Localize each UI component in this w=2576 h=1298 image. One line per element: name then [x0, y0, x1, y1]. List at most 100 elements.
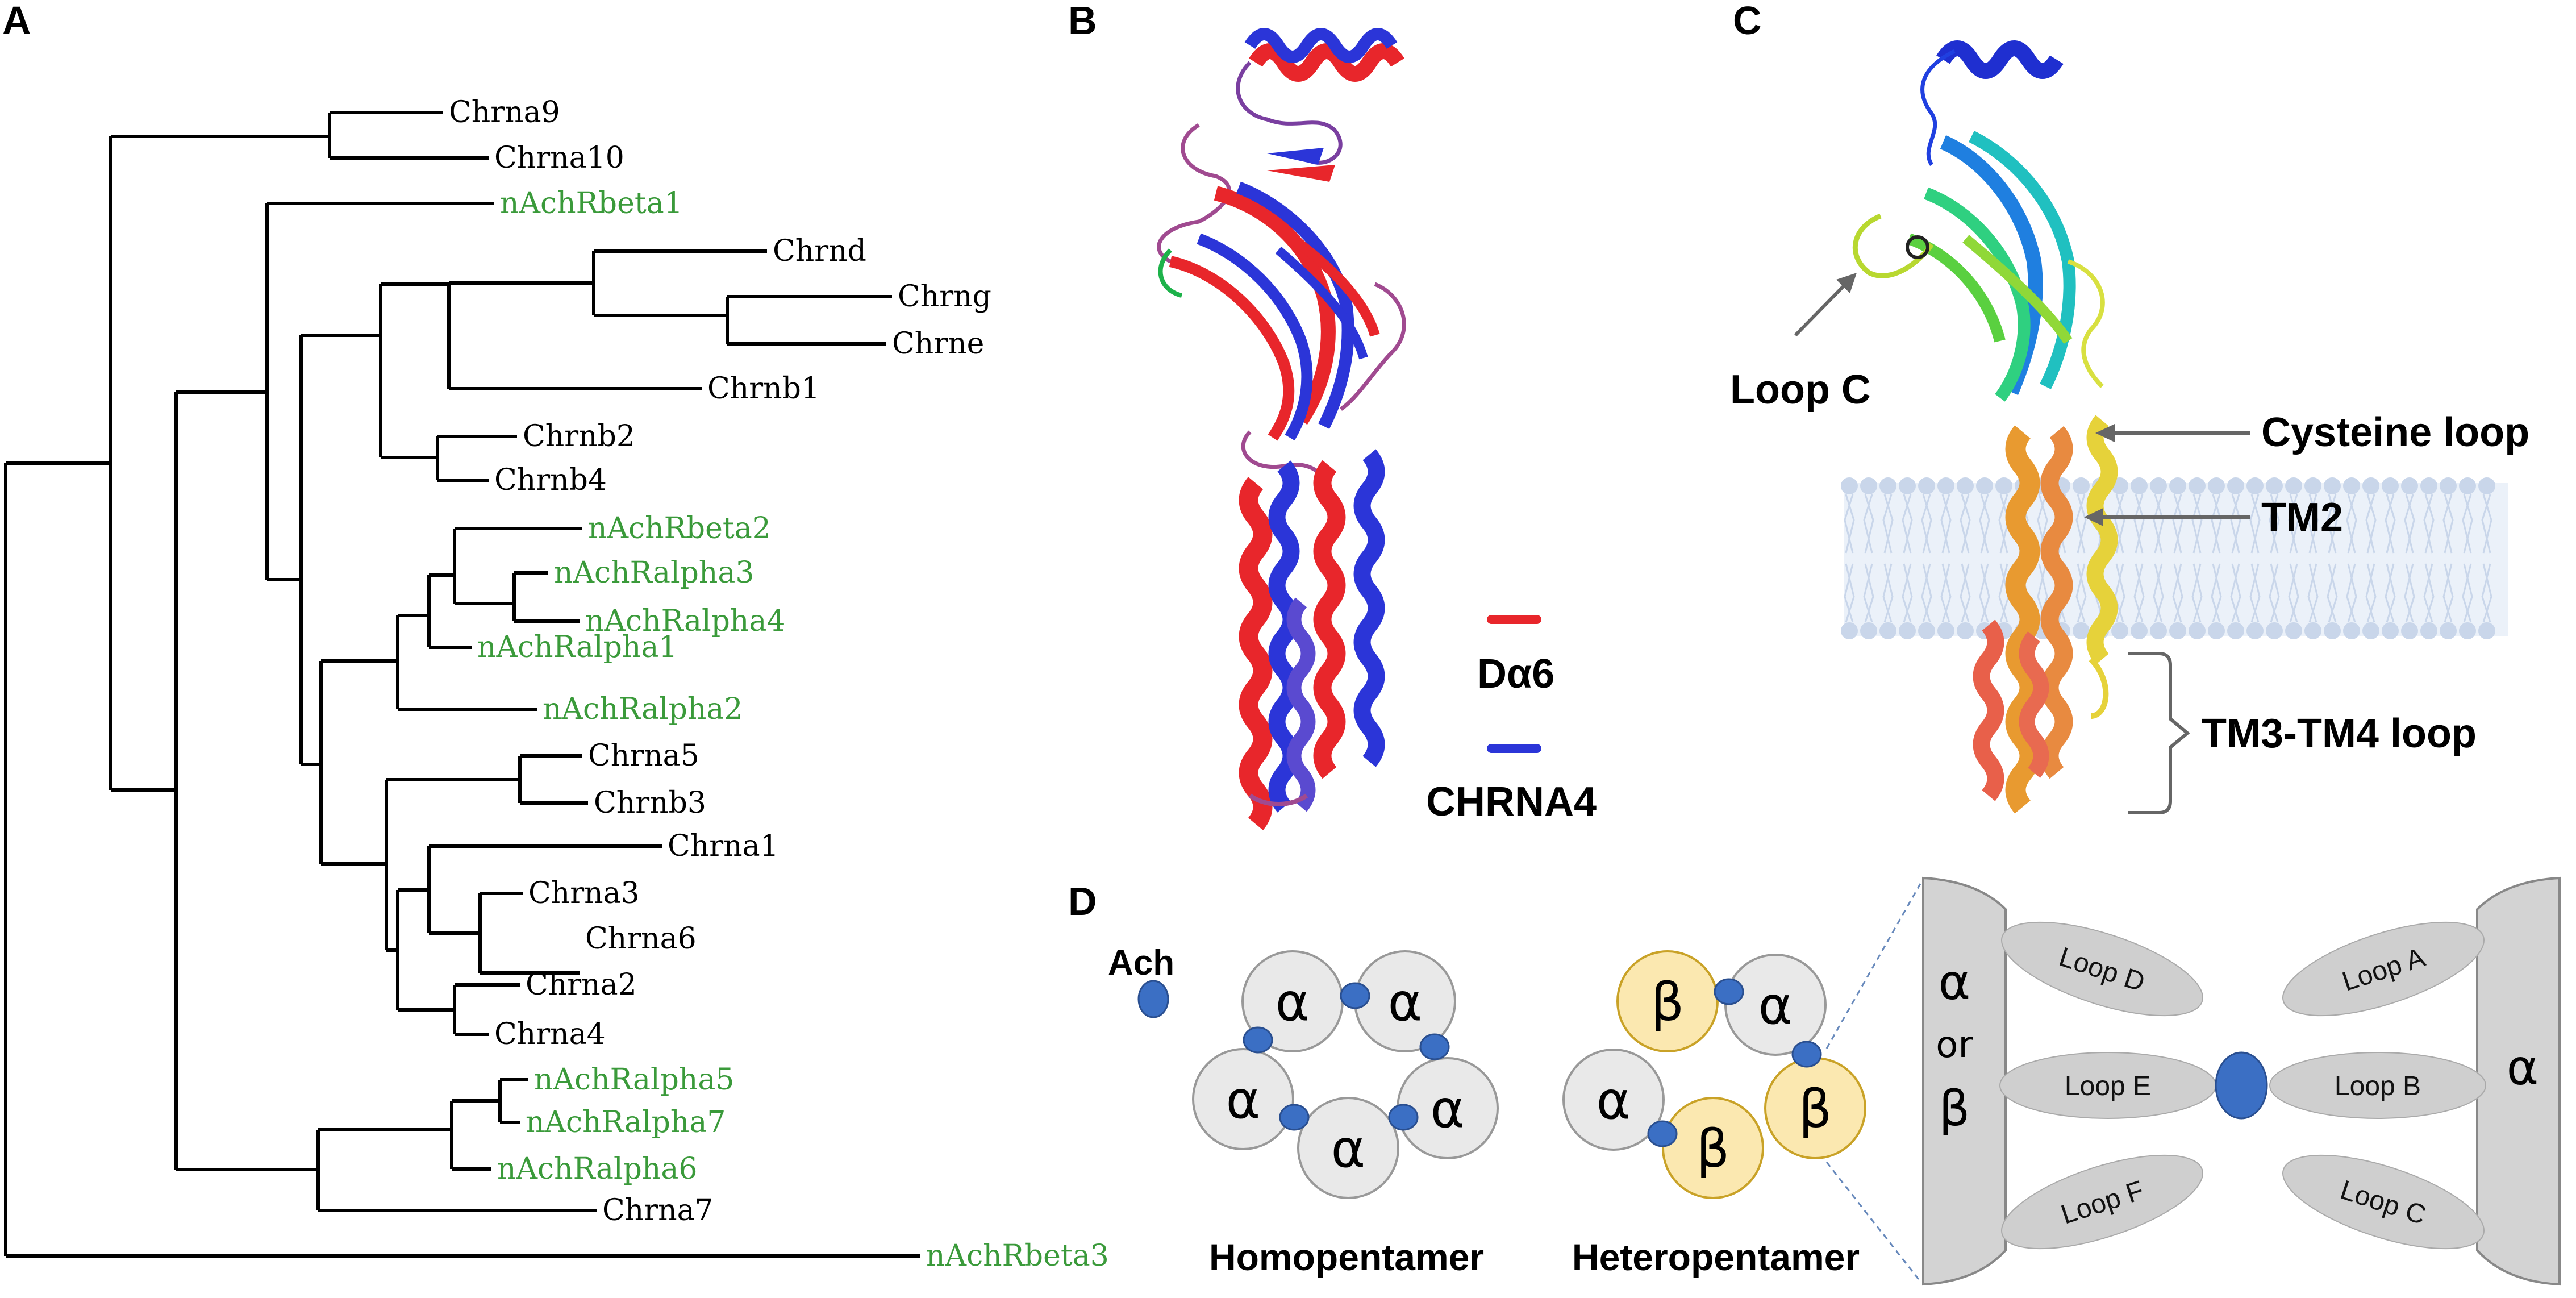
- lipid-head: [2382, 622, 2399, 639]
- lipid-head: [2401, 622, 2418, 639]
- beta-sheet: [1907, 233, 2006, 343]
- lipid-tail: [1960, 494, 1971, 554]
- tree-branch: [427, 844, 662, 935]
- lipid-tail: [2385, 563, 2396, 623]
- ach-molecule: [1137, 980, 1169, 1018]
- beta-sheet: [1197, 233, 1313, 441]
- tm-helix: [2019, 631, 2049, 778]
- lipid-head: [2343, 477, 2360, 494]
- lipid-head: [2246, 477, 2264, 494]
- lipid-tail: [2307, 563, 2319, 623]
- ach-site: [1714, 978, 1744, 1005]
- lipid-tail: [2114, 494, 2125, 554]
- lipid-tail: [1844, 494, 1855, 554]
- leaf-label: Chrna10: [494, 141, 624, 175]
- leaf-label: Chrnb3: [594, 786, 706, 820]
- lipid-head: [2343, 622, 2360, 639]
- lipid-head: [1860, 622, 1877, 639]
- arrow-loop-c: [1794, 277, 1853, 337]
- lipid-tail: [2191, 494, 2203, 554]
- leaf-label: nAchRalpha3: [554, 556, 755, 590]
- ach-site: [1419, 1033, 1450, 1060]
- lipid-head: [2169, 477, 2186, 494]
- lipid-tail: [2442, 563, 2454, 623]
- alpha-subunit: [1562, 1049, 1665, 1151]
- leaf-label: nAchRbeta1: [500, 186, 683, 221]
- alpha-glyph: α: [1758, 975, 1793, 1036]
- lipid-tail: [1882, 563, 1894, 623]
- tree-branch: [396, 614, 537, 711]
- lipid-head: [2208, 477, 2225, 494]
- arrowhead: [2084, 508, 2103, 526]
- lipid-head: [2266, 622, 2283, 639]
- lipid-head: [2227, 477, 2244, 494]
- loop-coil: [1248, 793, 1308, 806]
- leaf-label: nAchRbeta2: [588, 511, 771, 546]
- leaf-label: Chrna5: [588, 739, 699, 773]
- loop-coil: [1920, 49, 1956, 166]
- lipid-head: [2420, 622, 2437, 639]
- ligand-ring: [1906, 235, 1929, 259]
- tree-branch: [436, 435, 517, 482]
- lipid-head: [1957, 477, 1974, 494]
- beta-subunit: [1662, 1097, 1764, 1199]
- tree-branch: [453, 983, 520, 1036]
- lipid-head: [1899, 622, 1916, 639]
- lipid-tail: [2133, 563, 2145, 623]
- tree-branch: [4, 461, 920, 1258]
- tree-branch: [478, 892, 580, 975]
- ach-site: [1388, 1104, 1419, 1131]
- complementary-subunit-block: [2476, 876, 2561, 1286]
- tm-helix: [1239, 477, 1273, 830]
- loop-coil: [1852, 213, 1934, 278]
- homopentamer: α α α α α Homopentamer: [1192, 950, 1499, 1278]
- lipid-tail: [1902, 563, 1913, 623]
- beta-strand: [1267, 148, 1324, 165]
- lipid-head: [2362, 622, 2379, 639]
- lipid-tail: [2191, 563, 2203, 623]
- tm-helix: [2005, 425, 2040, 814]
- panel-label-b: B: [1068, 0, 1097, 43]
- tree-branch: [385, 778, 520, 952]
- beta-glyph: β: [1651, 972, 1685, 1033]
- loop-d: [2001, 921, 2203, 1017]
- lipid-tail: [2385, 494, 2396, 554]
- tree-branch: [453, 527, 582, 605]
- lipid-head: [2285, 477, 2302, 494]
- lipid-head: [2420, 477, 2437, 494]
- lipid-head: [2266, 477, 2283, 494]
- structure-legend: Dα6 CHRNA4: [1426, 615, 1597, 825]
- lipid-head: [1937, 622, 1954, 639]
- ach-bound: [2215, 1051, 2268, 1120]
- leaf-label: nAchRalpha6: [497, 1152, 698, 1186]
- tm-helix: [2040, 426, 2073, 779]
- tm-helix: [1286, 597, 1316, 812]
- alpha-glyph: α: [1331, 1118, 1366, 1179]
- alpha-helix-top: [1244, 28, 1398, 63]
- lipid-head: [2285, 622, 2302, 639]
- tm-helix: [2086, 415, 2118, 665]
- leaf-label: Chrnb2: [523, 419, 635, 454]
- leaf-label: Chrna6: [585, 922, 697, 956]
- alpha-helix-top: [1936, 40, 2064, 79]
- leaf-label: Chrna4: [494, 1017, 606, 1051]
- beta-glyph: β: [1939, 1080, 1970, 1137]
- lipid-tail: [2327, 563, 2338, 623]
- lipid-head: [2169, 622, 2186, 639]
- phylogenetic-tree: [4, 111, 920, 1258]
- leaf-label: Chrng: [898, 280, 991, 314]
- zoom-guide: [1825, 883, 1921, 1049]
- lipid-head: [2131, 477, 2148, 494]
- tree-branch: [498, 1078, 528, 1124]
- tm-helix: [1353, 449, 1385, 767]
- tree-branch: [726, 295, 892, 346]
- leaf-label: Chrnb4: [494, 463, 607, 497]
- lipid-tail: [2365, 494, 2377, 554]
- lipid-tail: [2365, 563, 2377, 623]
- or-text: or: [1936, 1024, 1973, 1066]
- lipid-tail: [1960, 563, 1971, 623]
- lipid-tail: [2269, 494, 2280, 554]
- lipid-tail: [2423, 563, 2435, 623]
- lipid-head: [2131, 622, 2148, 639]
